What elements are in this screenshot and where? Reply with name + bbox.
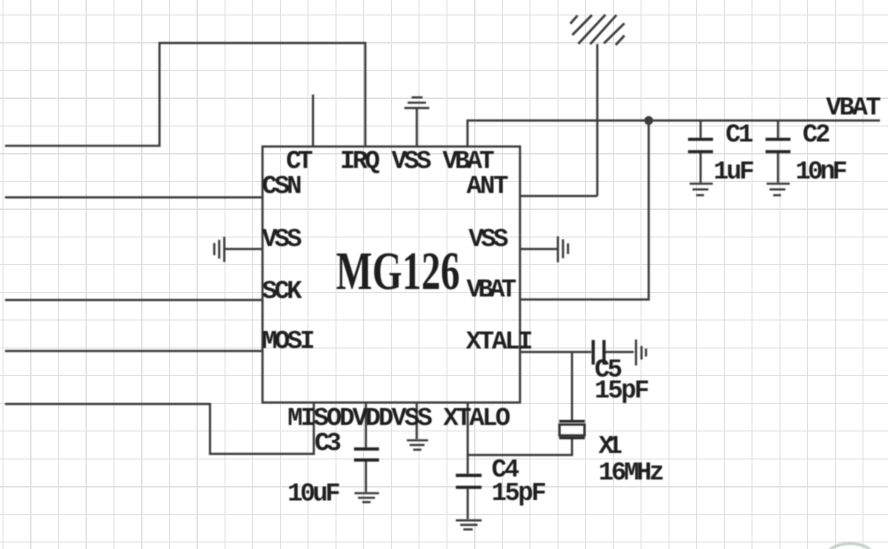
svg-text:CSN: CSN xyxy=(262,172,302,201)
svg-text:IRQ: IRQ xyxy=(340,147,380,176)
svg-text:VSS: VSS xyxy=(262,225,302,254)
svg-text:1uF: 1uF xyxy=(714,158,755,187)
svg-text:10uF: 10uF xyxy=(288,480,341,509)
svg-text:VBAT: VBAT xyxy=(443,147,495,176)
svg-text:CT: CT xyxy=(286,147,313,176)
svg-text:ANT: ANT xyxy=(467,172,509,201)
svg-text:SCK: SCK xyxy=(262,277,303,306)
svg-text:VBAT: VBAT xyxy=(826,94,881,123)
svg-text:VSS: VSS xyxy=(392,147,432,176)
svg-text:C2: C2 xyxy=(803,121,831,150)
svg-text:15pF: 15pF xyxy=(492,479,547,508)
svg-text:VSS: VSS xyxy=(469,225,509,254)
svg-text:XTALI: XTALI xyxy=(466,328,533,357)
svg-text:VBAT: VBAT xyxy=(467,276,517,305)
svg-text:10nF: 10nF xyxy=(796,158,848,187)
svg-text:C3: C3 xyxy=(315,429,342,458)
svg-text:16MHz: 16MHz xyxy=(599,459,665,488)
svg-text:MG126: MG126 xyxy=(336,242,460,302)
svg-text:C1: C1 xyxy=(726,121,754,150)
svg-text:15pF: 15pF xyxy=(595,377,650,406)
svg-text:C4: C4 xyxy=(492,456,520,485)
svg-text:MOSI: MOSI xyxy=(262,327,315,356)
svg-text:C5: C5 xyxy=(595,356,623,385)
svg-text:MISODVDDVSS XTALO: MISODVDDVSS XTALO xyxy=(288,404,511,433)
svg-text:X1: X1 xyxy=(599,432,623,461)
